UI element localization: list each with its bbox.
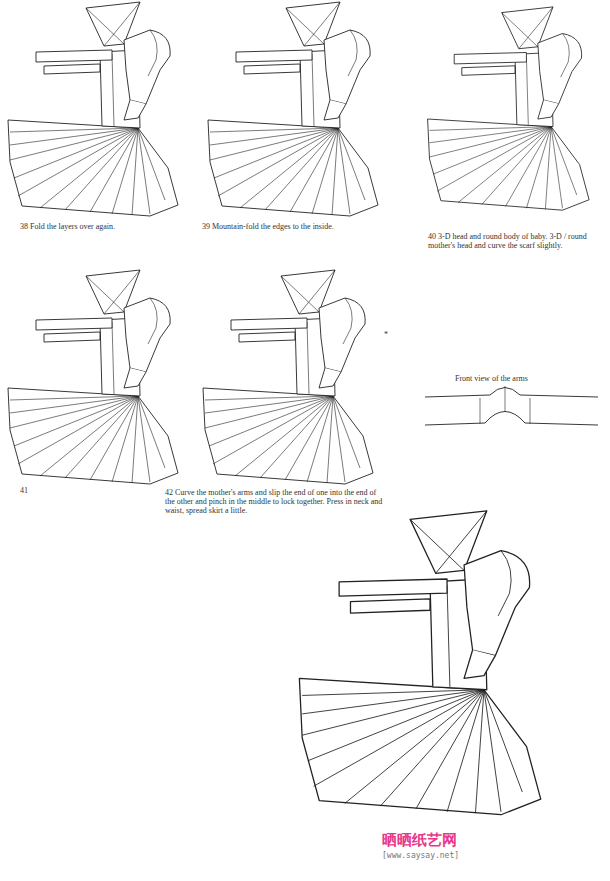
step-figure	[8, 2, 178, 216]
final-figure	[299, 511, 540, 815]
view-caption: Front view of the arms	[455, 374, 585, 383]
drawing-part	[425, 412, 598, 426]
step-figure	[428, 7, 590, 210]
watermark: [www.saysay.net]	[382, 851, 522, 860]
step-caption: 39 Mountain-fold the edges to the inside…	[202, 222, 392, 231]
drawing-part	[530, 398, 531, 424]
drawing-part	[480, 398, 481, 424]
drawing-part	[505, 386, 506, 412]
arms-front-view	[425, 386, 598, 425]
step-caption: 38 Fold the layers over again.	[20, 222, 190, 231]
step-figure	[208, 2, 378, 216]
step-number: 41	[20, 486, 50, 495]
drawing-part	[425, 388, 598, 398]
step-figure	[8, 270, 178, 484]
step-caption: 40 3-D head and round body of baby. 3-D …	[428, 232, 598, 250]
step-caption: 42 Curve the mother's arms and slip the …	[165, 488, 385, 516]
step-figure	[203, 270, 373, 484]
watermark: 晒晒纸艺网	[382, 832, 522, 849]
marker-symbol: *	[384, 330, 396, 339]
